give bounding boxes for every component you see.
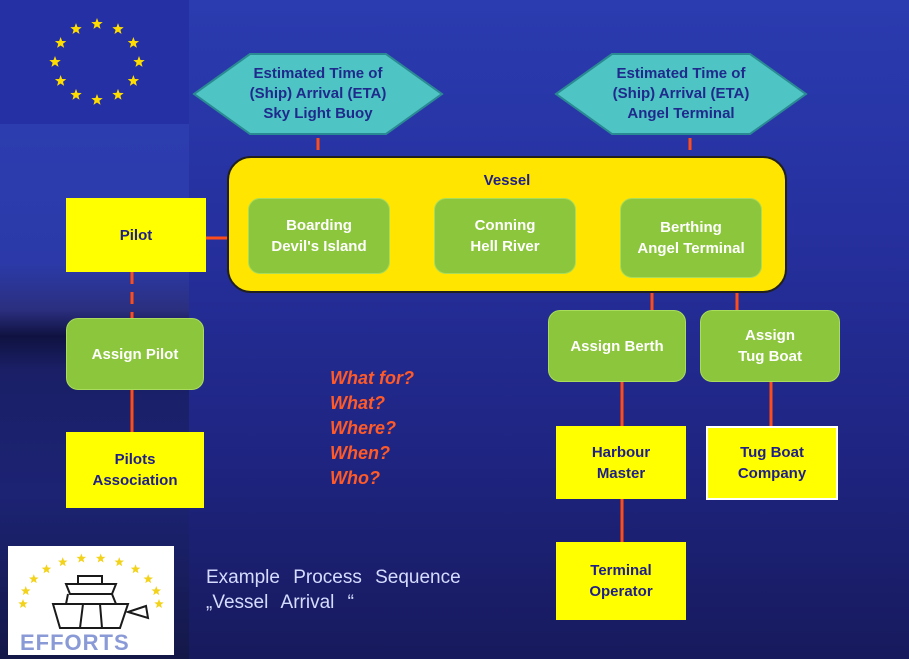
logo-star-icon <box>41 564 52 574</box>
caption: Example Process Sequence „Vessel Arrival… <box>206 565 461 615</box>
eu-star-icon <box>127 37 140 48</box>
caption-line-2: „Vessel Arrival “ <box>206 592 354 613</box>
logo-star-icon <box>130 564 141 574</box>
pilots-association-box: Pilots Association <box>66 432 204 508</box>
logo-star-icon <box>76 553 87 563</box>
terminal-operator-box: Terminal Operator <box>556 542 686 620</box>
tug-boat-company-box: Tug Boat Company <box>706 426 838 500</box>
ship-logo-icon: EFFORTS <box>18 553 164 655</box>
logo-text: EFFORTS <box>20 630 130 655</box>
logo-star-icon <box>143 574 153 584</box>
conning-step: Conning Hell River <box>434 198 576 274</box>
eu-star-icon <box>133 56 145 67</box>
question-what-for: What for? <box>330 368 414 388</box>
eu-star-icon <box>54 75 67 86</box>
harbour-master-box: Harbour Master <box>556 426 686 499</box>
eu-star-icon <box>70 88 82 100</box>
eta-left-label: Estimated Time of (Ship) Arrival (ETA) S… <box>249 65 387 122</box>
pilot-box: Pilot <box>66 198 206 272</box>
vessel-title: Vessel <box>483 172 531 189</box>
logo-star-icon <box>95 553 106 563</box>
boarding-step: Boarding Devil's Island <box>248 198 390 274</box>
logo-star-icon <box>151 586 161 596</box>
eu-star-icon <box>54 37 67 48</box>
eta-hexagon-left <box>192 53 444 135</box>
eu-flag <box>0 0 189 124</box>
logo-star-icon <box>114 557 124 567</box>
question-what: What? <box>330 393 385 413</box>
logo-star-icon <box>29 574 39 584</box>
eta-right-label: Estimated Time of (Ship) Arrival (ETA) A… <box>612 65 750 122</box>
logo-star-icon <box>58 557 68 567</box>
question-when: When? <box>330 443 390 463</box>
assign-berth-box: Assign Berth <box>548 310 686 382</box>
eu-star-icon <box>91 94 103 105</box>
eu-star-icon <box>112 88 124 100</box>
eu-star-icon <box>127 75 140 86</box>
eu-star-icon <box>70 23 82 34</box>
berthing-step: Berthing Angel Terminal <box>620 198 762 278</box>
question-who: Who? <box>330 468 380 488</box>
eu-star-icon <box>49 56 61 67</box>
eta-hexagon-right <box>554 53 808 135</box>
questions-list: What for? What? Where? When? Who? <box>330 366 414 491</box>
logo-star-icon <box>154 599 164 609</box>
efforts-logo: EFFORTS <box>8 546 174 655</box>
caption-line-1: Example Process Sequence <box>206 567 461 588</box>
logo-star-icon <box>21 586 31 596</box>
eu-star-icon <box>112 23 124 34</box>
eu-stars-icon <box>49 18 145 105</box>
eu-star-icon <box>91 18 103 29</box>
assign-tug-boat-box: Assign Tug Boat <box>700 310 840 382</box>
logo-star-icon <box>18 599 28 609</box>
question-where: Where? <box>330 418 397 438</box>
assign-pilot-box: Assign Pilot <box>66 318 204 390</box>
